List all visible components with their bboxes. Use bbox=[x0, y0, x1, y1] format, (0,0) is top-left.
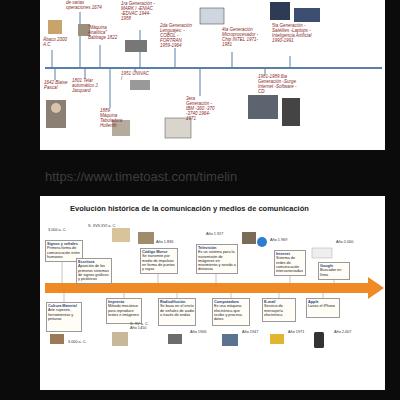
event-box: E-mailServicio de mensajería electrónica bbox=[262, 298, 296, 322]
timeline-label: 1951 UNIVAC I bbox=[121, 72, 149, 82]
event-box: TelevisiónEs un sistema para la transmis… bbox=[196, 244, 238, 274]
date-label: Año 1.836 bbox=[156, 240, 180, 244]
date-label: S. XVII-XVI a. C. bbox=[88, 224, 118, 228]
event-description: Servicio de mensajería electrónica bbox=[264, 304, 294, 317]
timeline-label: Ábaco 2000 A.C bbox=[43, 38, 68, 48]
bottom-panel bbox=[40, 196, 385, 390]
top-panel bbox=[40, 0, 385, 150]
date-label: Año 2.007 bbox=[334, 330, 358, 334]
event-description: Método mecánico para reproducir textos e… bbox=[108, 304, 140, 317]
event-heading: Internet bbox=[276, 252, 304, 256]
event-box: ComputadoraEs una máquina electrónica qu… bbox=[212, 298, 250, 326]
event-heading: Google bbox=[320, 264, 348, 268]
event-box: GoogleBuscador en línea bbox=[318, 262, 350, 280]
date-label: 3.000 a. C. bbox=[68, 340, 94, 344]
event-box: InternetSistema de redes de comunicación… bbox=[274, 250, 306, 276]
event-heading: Signos y señales bbox=[47, 242, 81, 246]
timeline-label: 4ta Generación Microprocesador -Chip INT… bbox=[222, 28, 264, 48]
event-description: Se transmite por medio de impulsos en fo… bbox=[142, 254, 176, 271]
date-label: Año 2.000 bbox=[336, 240, 360, 244]
event-description: Lanza el iPhone bbox=[308, 304, 338, 308]
timeline-label: 1ra Generación -MARK I -ENIAC -EDVAC 194… bbox=[121, 2, 155, 22]
event-heading: Escritura bbox=[78, 260, 110, 264]
timeline-label: 1801 Telar automático J. Jacquard bbox=[72, 79, 100, 94]
event-box: AppleLanza el iPhone bbox=[306, 298, 340, 318]
timeline-label: 3era Generación -IBM -360 -370 -3740 196… bbox=[186, 97, 218, 122]
timeline-label: de varias operaciones 1674 bbox=[66, 1, 102, 11]
date-label: Año 1.927 bbox=[206, 232, 230, 236]
watermark: https://www.timetoast.com/timelin bbox=[45, 170, 385, 184]
event-description: Aparición de los primeros sistemas de si… bbox=[78, 264, 110, 281]
timeline-label: 5ta Generación -Satélites -Laptops -Inte… bbox=[272, 24, 316, 44]
date-label: S. XV a. C. Año 1450 bbox=[130, 322, 154, 330]
date-label: Año 1971 bbox=[288, 330, 310, 334]
event-description: Se basa en el envío de señales de audio … bbox=[160, 304, 194, 317]
event-box: EscrituraAparición de los primeros siste… bbox=[76, 258, 112, 284]
event-heading: Cultura Material bbox=[48, 304, 80, 308]
top-illustrations bbox=[46, 2, 320, 138]
event-description: Es un sistema para la transmisión de imá… bbox=[198, 250, 236, 271]
date-label: Año 1947 bbox=[242, 330, 264, 334]
event-heading: Apple bbox=[308, 300, 338, 304]
date-label: Año 1906 bbox=[190, 330, 212, 334]
event-description: Es una máquina electrónica que recibe y … bbox=[214, 304, 248, 321]
timeline-label: 1642 Blaise Pascal bbox=[44, 81, 68, 91]
event-description: Buscador en línea bbox=[320, 268, 348, 277]
event-heading: Computadora bbox=[214, 300, 248, 304]
event-heading: Imprenta bbox=[108, 300, 140, 304]
event-box: Cultura MaterialArte rupestre, herramien… bbox=[46, 302, 82, 332]
event-heading: Televisión bbox=[198, 246, 236, 250]
diagram-title: Evolución histórica de la comunicación y… bbox=[70, 204, 370, 213]
timeline-label: "Máquina Analítica" Babbage 1822 bbox=[88, 26, 120, 41]
event-heading: E-mail bbox=[264, 300, 294, 304]
event-box: ImprentaMétodo mecánico para reproducir … bbox=[106, 298, 142, 324]
top-timeline bbox=[45, 12, 382, 108]
timeline-label: 1981-1989 6ta Generación -Surge Internet… bbox=[258, 75, 300, 95]
event-description: Arte rupestre, herramientas y pinturas bbox=[48, 308, 80, 321]
bottom-illustrations bbox=[50, 228, 332, 348]
timeline-label: 2da Generación Lenguajes: -COBOL -FORTRA… bbox=[160, 24, 194, 49]
event-heading: Código Morse bbox=[142, 250, 176, 254]
event-box: Código MorseSe transmite por medio de im… bbox=[140, 248, 178, 274]
date-label: Año 1.969 bbox=[270, 238, 294, 242]
event-box: RadiodifusiónSe basa en el envío de seña… bbox=[158, 298, 196, 326]
timeline-label: 1889 Máquina Tabuladora Hollerith bbox=[100, 109, 128, 129]
event-description: Sistema de redes de comunicación interco… bbox=[276, 256, 304, 273]
date-label: 3.000 a. C. bbox=[48, 228, 74, 232]
event-heading: Radiodifusión bbox=[160, 300, 194, 304]
